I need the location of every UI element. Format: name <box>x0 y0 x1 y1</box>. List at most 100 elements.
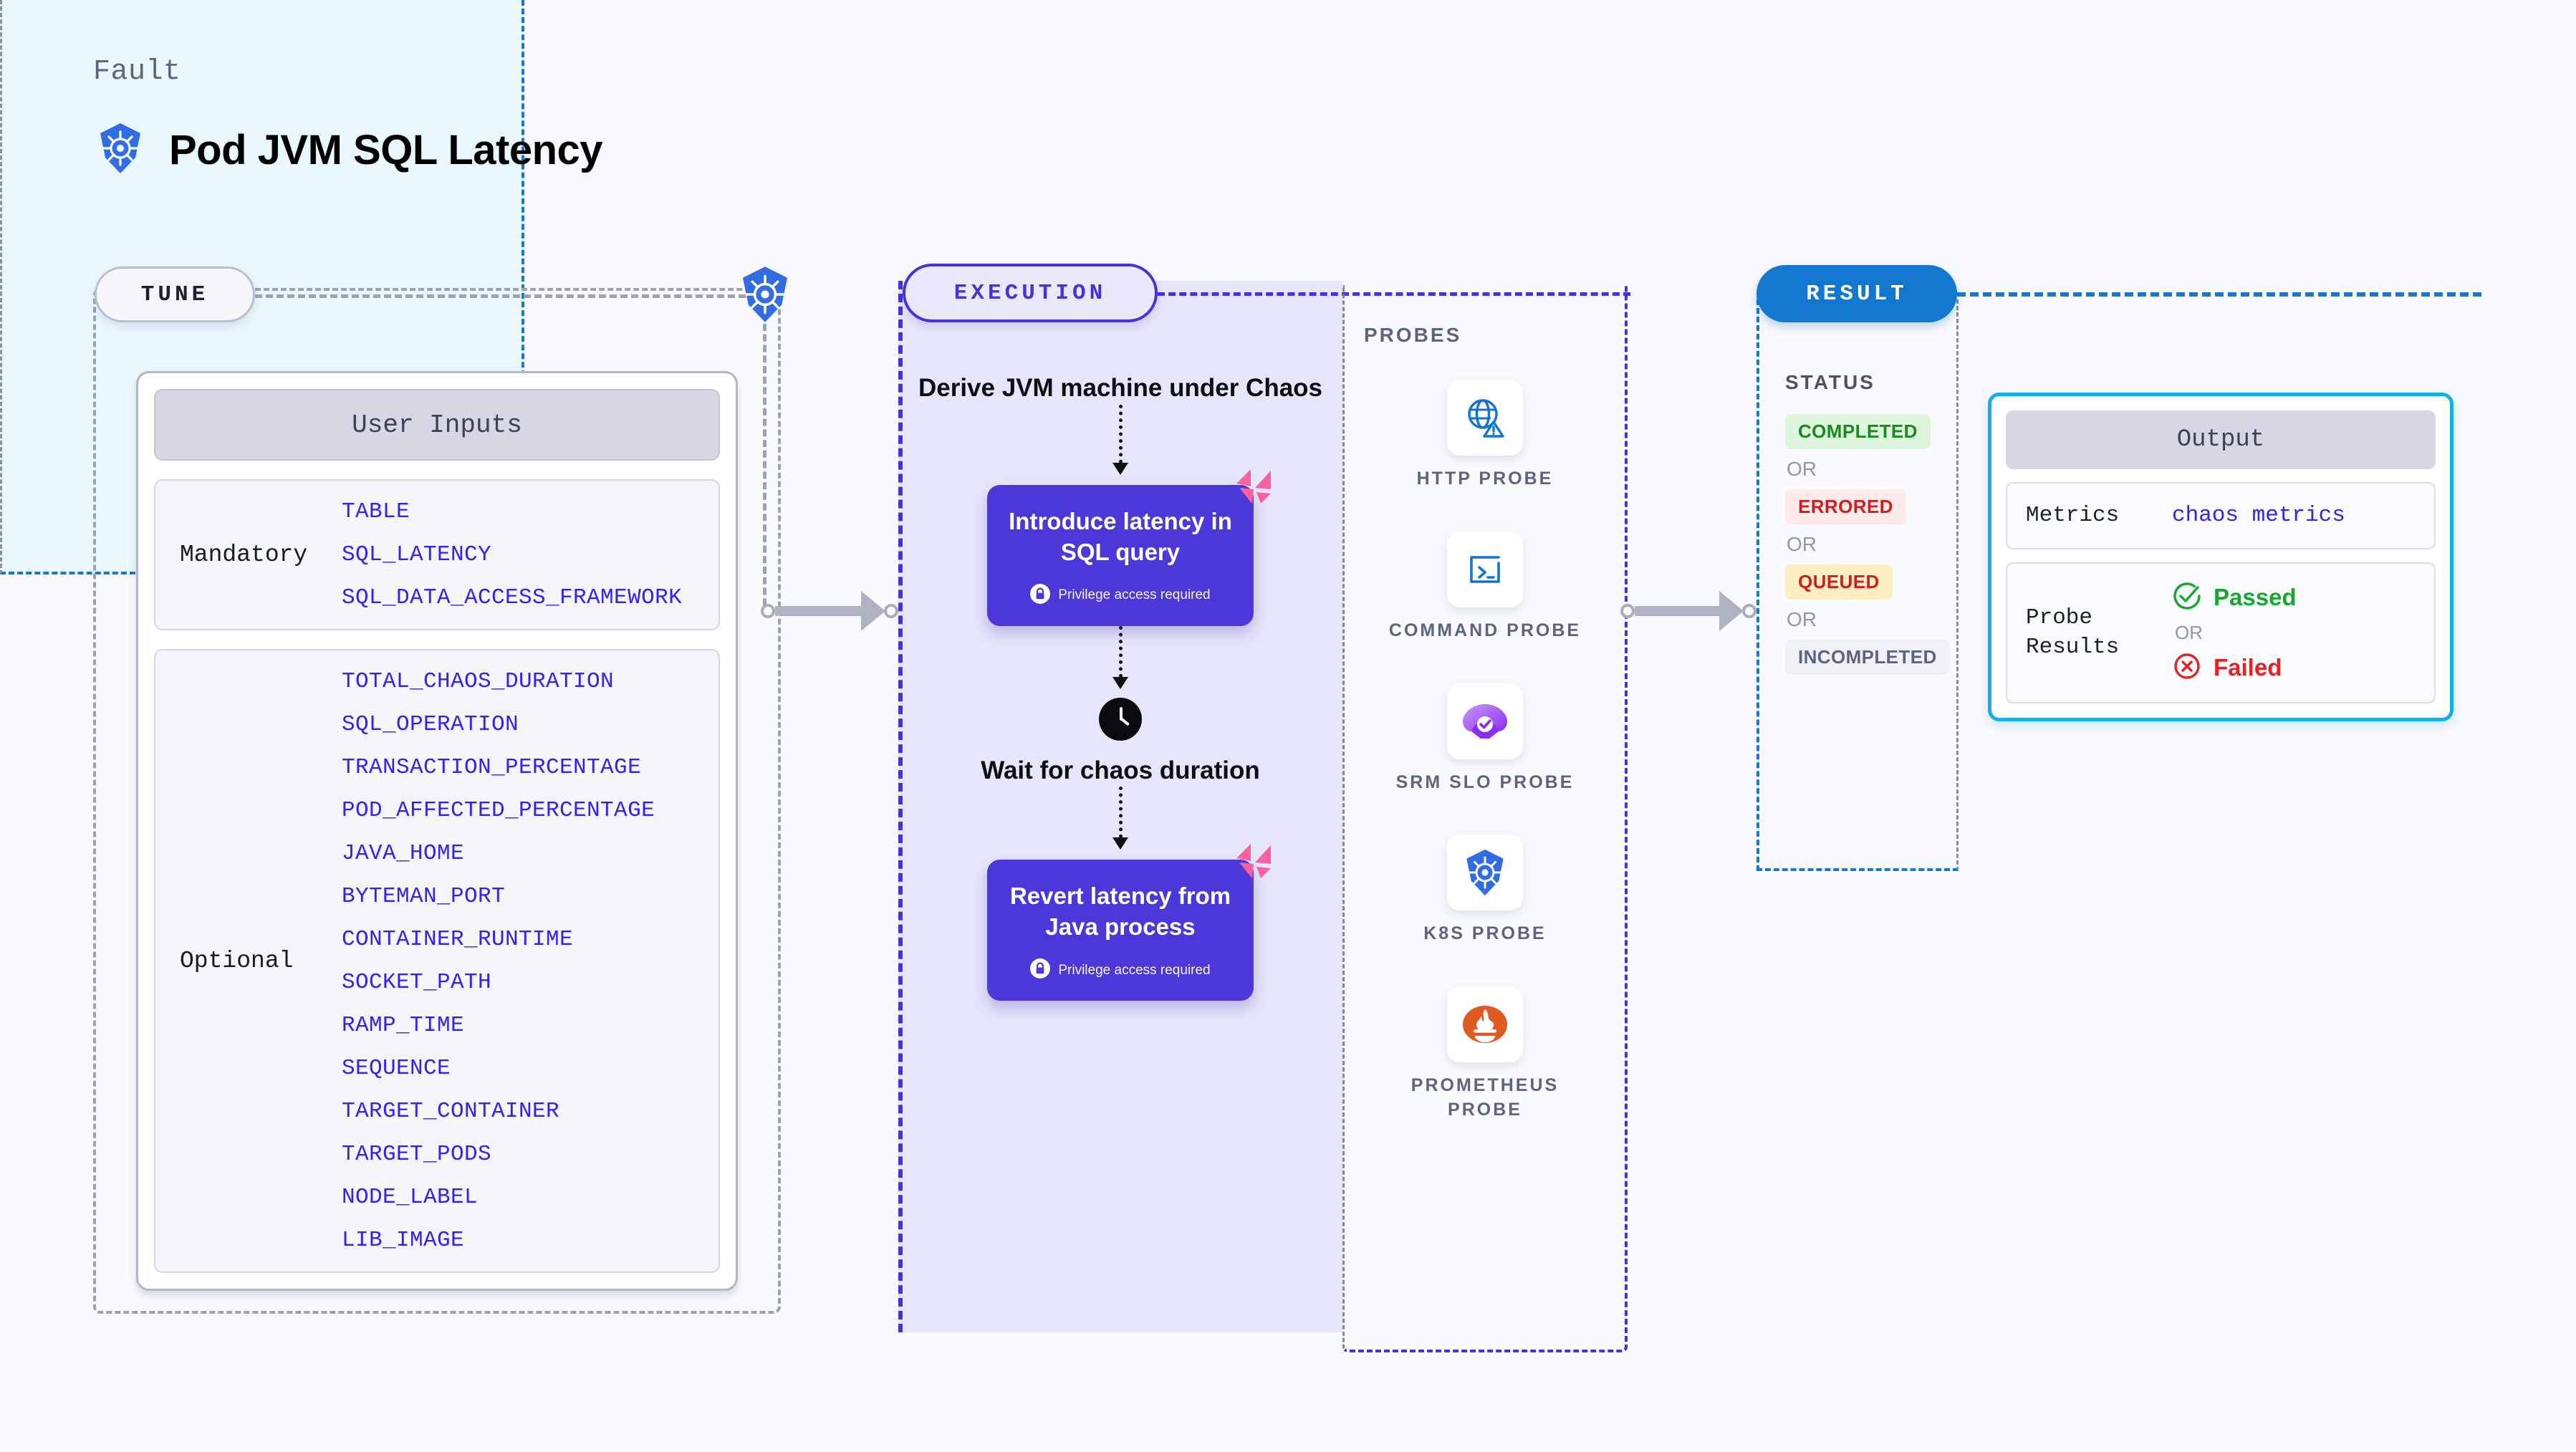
user-inputs-title: User Inputs <box>154 389 720 461</box>
harness-badge-icon <box>1232 842 1272 880</box>
kubernetes-icon <box>736 265 794 324</box>
status-badge-incompleted: INCOMPLETED <box>1785 640 1950 675</box>
x-circle-icon <box>2172 651 2202 685</box>
flow-arrow <box>1112 625 1128 689</box>
connector-arrowhead <box>861 591 885 631</box>
probes-section <box>1342 285 1628 1352</box>
probe-result-failed-label: Failed <box>2214 654 2282 681</box>
param-item[interactable]: SQL_OPERATION <box>342 712 519 737</box>
result-section <box>1756 299 1959 871</box>
execution-flow: Derive JVM machine under Chaos Introduce… <box>898 372 1342 1001</box>
execution-connector-line <box>1158 292 1630 296</box>
status-badge-queued: QUEUED <box>1785 564 1893 600</box>
connector-tune-to-execution <box>761 591 898 631</box>
param-item[interactable]: BYTEMAN_PORT <box>342 884 506 909</box>
privilege-text: Privilege access required <box>1058 962 1211 978</box>
probes-list: HTTP PROBE COMMAND PROBE <box>1342 380 1628 1122</box>
chaos-metrics-link[interactable]: chaos metrics <box>2172 503 2345 529</box>
probe-label: PROMETHEUS PROBE <box>1410 1075 1559 1120</box>
param-group-optional: Optional TOTAL_CHAOS_DURATION SQL_OPERAT… <box>154 649 720 1273</box>
param-item[interactable]: TARGET_CONTAINER <box>342 1099 560 1124</box>
execution-step-caption: Derive JVM machine under Chaos <box>918 374 1323 402</box>
param-item[interactable]: CONTAINER_RUNTIME <box>342 927 574 952</box>
execution-card-title: Revert latency from Java process <box>1009 883 1231 941</box>
connector-execution-to-result <box>1620 591 1756 631</box>
kubernetes-icon <box>1447 835 1523 911</box>
connector-bar <box>775 606 861 616</box>
param-item[interactable]: RAMP_TIME <box>342 1013 465 1038</box>
param-item[interactable]: POD_AFFECTED_PERCENTAGE <box>342 798 655 823</box>
connector-dot <box>761 604 775 618</box>
result-stage-pill[interactable]: RESULT <box>1756 265 1957 322</box>
param-item[interactable]: SQL_LATENCY <box>342 542 492 567</box>
output-card: Output Metrics chaos metrics Probe Resul… <box>1988 393 2454 721</box>
lock-icon <box>1030 583 1051 607</box>
param-item[interactable]: TRANSACTION_PERCENTAGE <box>342 755 642 780</box>
output-row-probe-results: Probe Results Passed OR <box>2006 562 2436 703</box>
globe-warning-icon <box>1447 380 1523 456</box>
or-separator: OR <box>1787 533 1817 555</box>
page-title-row: Pod JVM SQL Latency <box>95 122 603 178</box>
execution-card-title: Introduce latency in SQL query <box>1009 507 1232 565</box>
probe-k8s[interactable]: K8S PROBE <box>1385 835 1585 946</box>
or-separator: OR <box>2175 621 2203 643</box>
connector-dot <box>884 604 898 618</box>
flow-arrow <box>1112 787 1128 850</box>
param-list-mandatory: TABLE SQL_LATENCY SQL_DATA_ACCESS_FRAMEW… <box>342 499 682 610</box>
result-connector-line <box>1957 292 2481 297</box>
prometheus-icon <box>1447 986 1523 1062</box>
fault-kicker: Fault <box>93 56 181 88</box>
lock-icon <box>1030 958 1051 982</box>
param-item[interactable]: TARGET_PODS <box>342 1142 492 1167</box>
probe-http[interactable]: HTTP PROBE <box>1385 380 1585 491</box>
probe-prometheus[interactable]: PROMETHEUS PROBE <box>1385 986 1585 1122</box>
probe-result-passed-label: Passed <box>2214 584 2297 611</box>
or-separator: OR <box>1787 458 1817 480</box>
param-item[interactable]: SOCKET_PATH <box>342 970 492 995</box>
output-row-key: Metrics <box>2026 503 2120 528</box>
tune-connector-line <box>255 294 756 298</box>
probe-result-failed: Failed <box>2172 651 2297 685</box>
execution-card-introduce-latency[interactable]: Introduce latency in SQL query Privilege… <box>987 468 1271 626</box>
tune-vertical-connector <box>763 324 766 616</box>
check-circle-icon <box>2172 581 2202 615</box>
output-row-metrics: Metrics chaos metrics <box>2006 482 2436 549</box>
param-item[interactable]: SEQUENCE <box>342 1056 451 1081</box>
probe-label: HTTP PROBE <box>1416 468 1554 489</box>
srm-slo-icon <box>1447 683 1523 759</box>
flow-arrow <box>1112 404 1128 475</box>
status-badge-completed: COMPLETED <box>1785 414 1931 449</box>
probe-label: SRM SLO PROBE <box>1395 771 1575 792</box>
probe-results-values: Passed OR Failed <box>2172 581 2297 685</box>
param-item[interactable]: JAVA_HOME <box>342 841 465 866</box>
execution-step-caption: Wait for chaos duration <box>981 756 1260 784</box>
param-item[interactable]: TOTAL_CHAOS_DURATION <box>342 669 615 694</box>
param-item[interactable]: NODE_LABEL <box>342 1185 479 1210</box>
param-item[interactable]: LIB_IMAGE <box>342 1228 465 1253</box>
probe-srm-slo[interactable]: SRM SLO PROBE <box>1385 683 1585 795</box>
privilege-row: Privilege access required <box>1006 583 1235 607</box>
page-title: Pod JVM SQL Latency <box>169 127 603 173</box>
or-separator: OR <box>1787 608 1817 630</box>
privilege-text: Privilege access required <box>1058 587 1211 603</box>
param-group-label: Optional <box>180 948 294 974</box>
connector-dot <box>1620 604 1635 618</box>
probe-command[interactable]: COMMAND PROBE <box>1385 531 1585 643</box>
param-item[interactable]: SQL_DATA_ACCESS_FRAMEWORK <box>342 585 683 610</box>
connector-arrowhead <box>1719 591 1744 631</box>
probe-label: K8S PROBE <box>1423 923 1547 944</box>
param-item[interactable]: TABLE <box>342 499 410 524</box>
param-group-mandatory: Mandatory TABLE SQL_LATENCY SQL_DATA_ACC… <box>154 479 720 630</box>
param-group-label: Mandatory <box>180 542 308 568</box>
privilege-row: Privilege access required <box>1006 958 1235 982</box>
kubernetes-icon <box>95 122 146 178</box>
connector-dot <box>1742 604 1756 618</box>
tune-stage-pill[interactable]: TUNE <box>95 266 255 322</box>
output-title: Output <box>2006 410 2436 469</box>
tune-section <box>93 288 781 1314</box>
execution-stage-pill[interactable]: EXECUTION <box>903 264 1158 322</box>
user-inputs-card: User Inputs Mandatory TABLE SQL_LATENCY … <box>136 371 738 1291</box>
status-label: STATUS <box>1785 371 1875 393</box>
output-row-key: Probe Results <box>2026 605 2120 660</box>
execution-card-revert-latency[interactable]: Revert latency from Java process Privile… <box>987 844 1271 1001</box>
